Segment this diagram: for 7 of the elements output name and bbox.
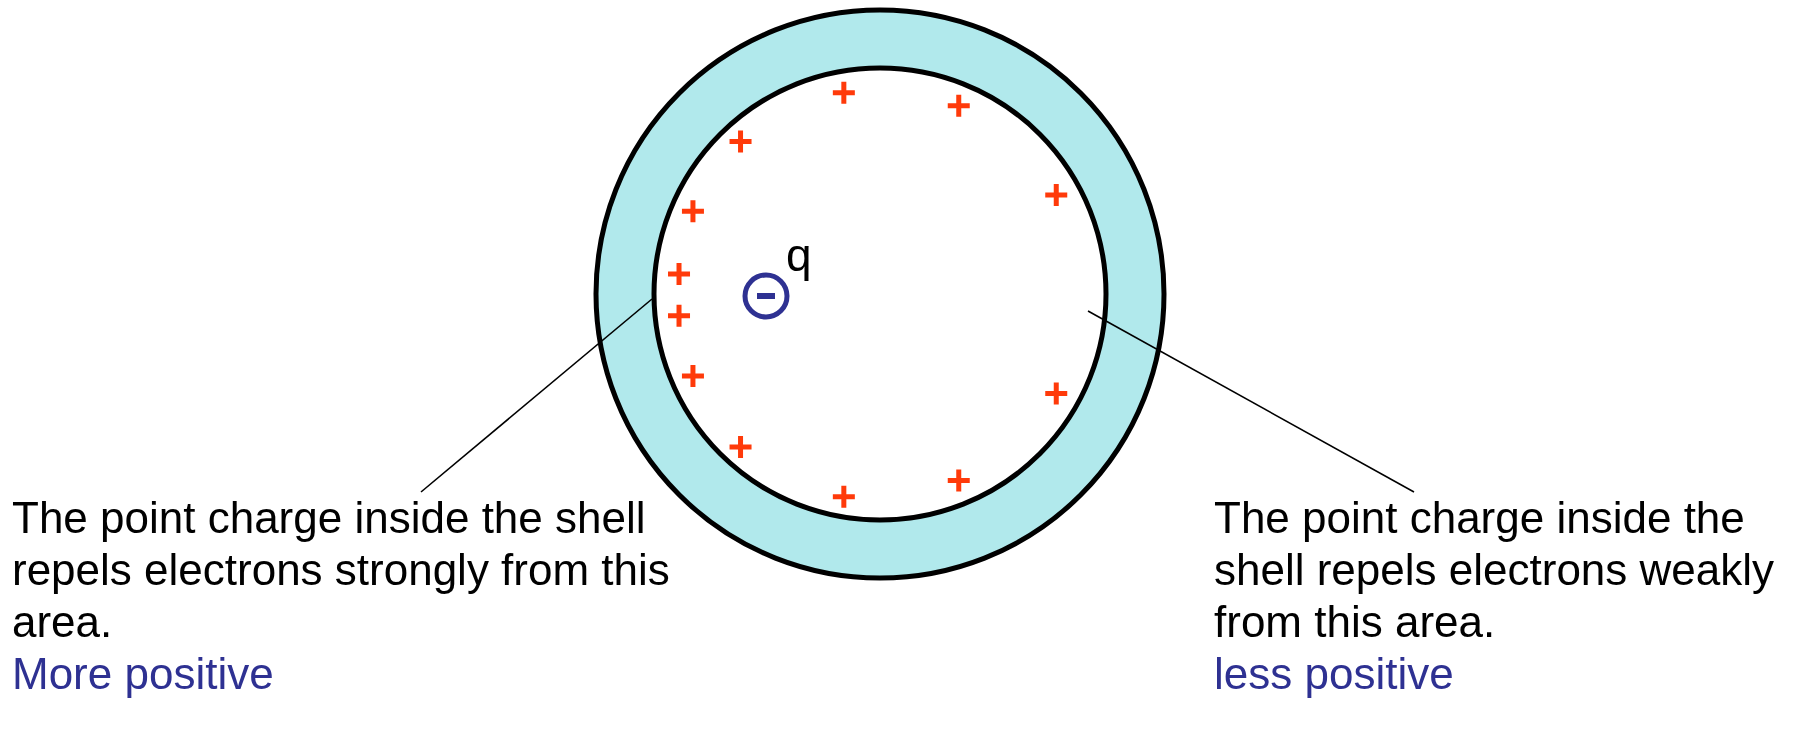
charge-label: q <box>786 228 812 282</box>
leader-line <box>1087 310 1415 493</box>
leader-line <box>420 298 653 493</box>
annotation-text: The point charge inside the shell repels electrons strongly from this area. <box>12 492 671 648</box>
annotation-note: More positive <box>12 648 275 700</box>
annotation-text: The point charge inside the shell repels electrons weakly from this area. <box>1214 492 1776 648</box>
annotation-note: less positive <box>1214 648 1455 700</box>
